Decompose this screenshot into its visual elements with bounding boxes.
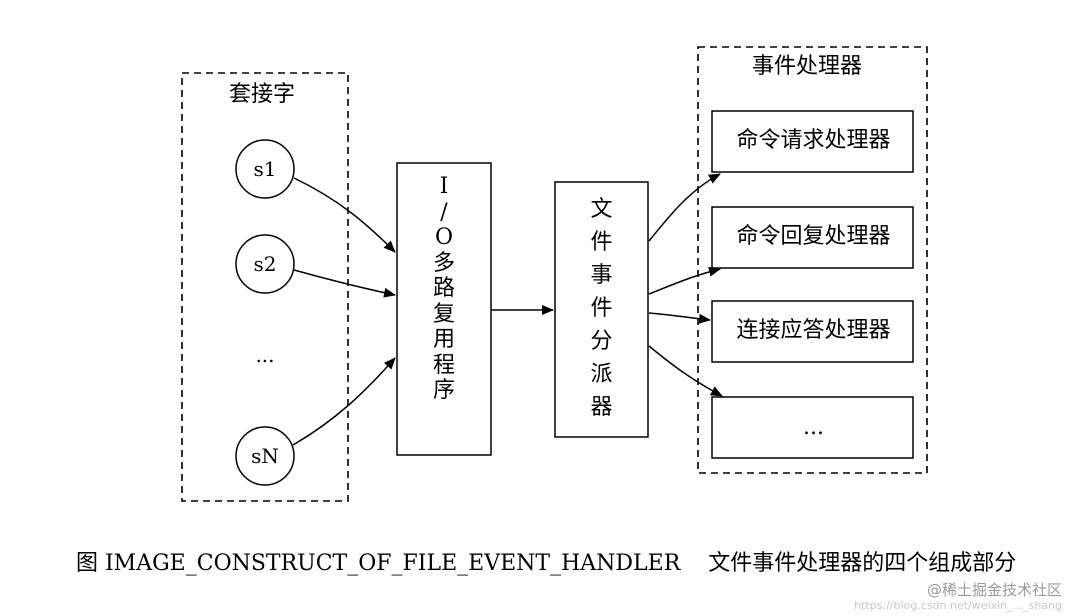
socket-group-container: [181, 72, 349, 502]
socket-label-s2: s2: [253, 252, 277, 276]
io-multiplexer-char: 多: [432, 250, 455, 276]
edge-s1-to-io: [293, 177, 396, 253]
io-multiplexer-char: O: [434, 225, 454, 250]
io-multiplexer-char: I: [439, 174, 449, 199]
dispatcher-char: 件: [590, 230, 613, 255]
handler-label-command-reply: 命令回复处理器: [736, 224, 891, 249]
dispatcher-char: 件: [590, 296, 613, 321]
dispatcher-char: 事: [590, 263, 613, 288]
edge-s2-to-io: [293, 269, 396, 298]
dispatcher-char: 器: [590, 395, 613, 420]
handler-group-container: [697, 46, 928, 474]
dispatcher-char: 文: [590, 197, 613, 222]
handler-box-command-reply: [711, 206, 914, 269]
io-multiplexer-char: 复: [432, 301, 455, 327]
edge-dispatcher-to-handler-4: [648, 345, 723, 397]
io-multiplexer-char: 路: [432, 276, 455, 301]
edge-dispatcher-to-handler-1: [648, 173, 721, 242]
handler-group-title: 事件处理器: [752, 54, 863, 79]
io-multiplexer-char: 用: [432, 327, 455, 352]
handler-label-connect-accept: 连接应答处理器: [736, 318, 891, 343]
io-multiplexer-box: [396, 162, 492, 456]
handler-label-more: ...: [803, 415, 824, 440]
io-multiplexer-label: I / O 多 路 复 用 程 序: [397, 174, 491, 404]
socket-node-sN: [235, 426, 295, 486]
socket-label-sN: sN: [251, 444, 279, 468]
io-multiplexer-char: 序: [432, 378, 455, 403]
dispatcher-char: 分: [590, 329, 613, 354]
dispatcher-char: 派: [590, 362, 613, 387]
watermark-url: https://blog.csdn.net/weixin_..._shang: [854, 599, 1062, 612]
io-multiplexer-char: /: [440, 199, 448, 225]
socket-group-title: 套接字: [229, 82, 296, 107]
figure-caption: 图 IMAGE_CONSTRUCT_OF_FILE_EVENT_HANDLER …: [76, 551, 1017, 576]
edge-sN-to-io: [292, 357, 396, 446]
socket-node-s2: [235, 234, 295, 294]
watermark: @稀土掘金技术社区: [926, 581, 1062, 599]
io-multiplexer-char: 程: [432, 352, 455, 378]
handler-box-connect-accept: [711, 300, 914, 363]
edge-dispatcher-to-handler-3: [648, 312, 711, 324]
socket-node-s1: [235, 139, 295, 199]
dispatcher-box: [554, 181, 649, 438]
handler-box-command-request: [711, 110, 914, 173]
handler-label-command-request: 命令请求处理器: [736, 128, 891, 153]
socket-label-ellipsis: ...: [255, 343, 275, 367]
handler-box-more: [711, 396, 914, 459]
socket-label-s1: s1: [253, 157, 277, 181]
edge-dispatcher-to-handler-2: [648, 266, 721, 295]
dispatcher-label: 文 件 事 件 分 派 器: [555, 193, 648, 424]
